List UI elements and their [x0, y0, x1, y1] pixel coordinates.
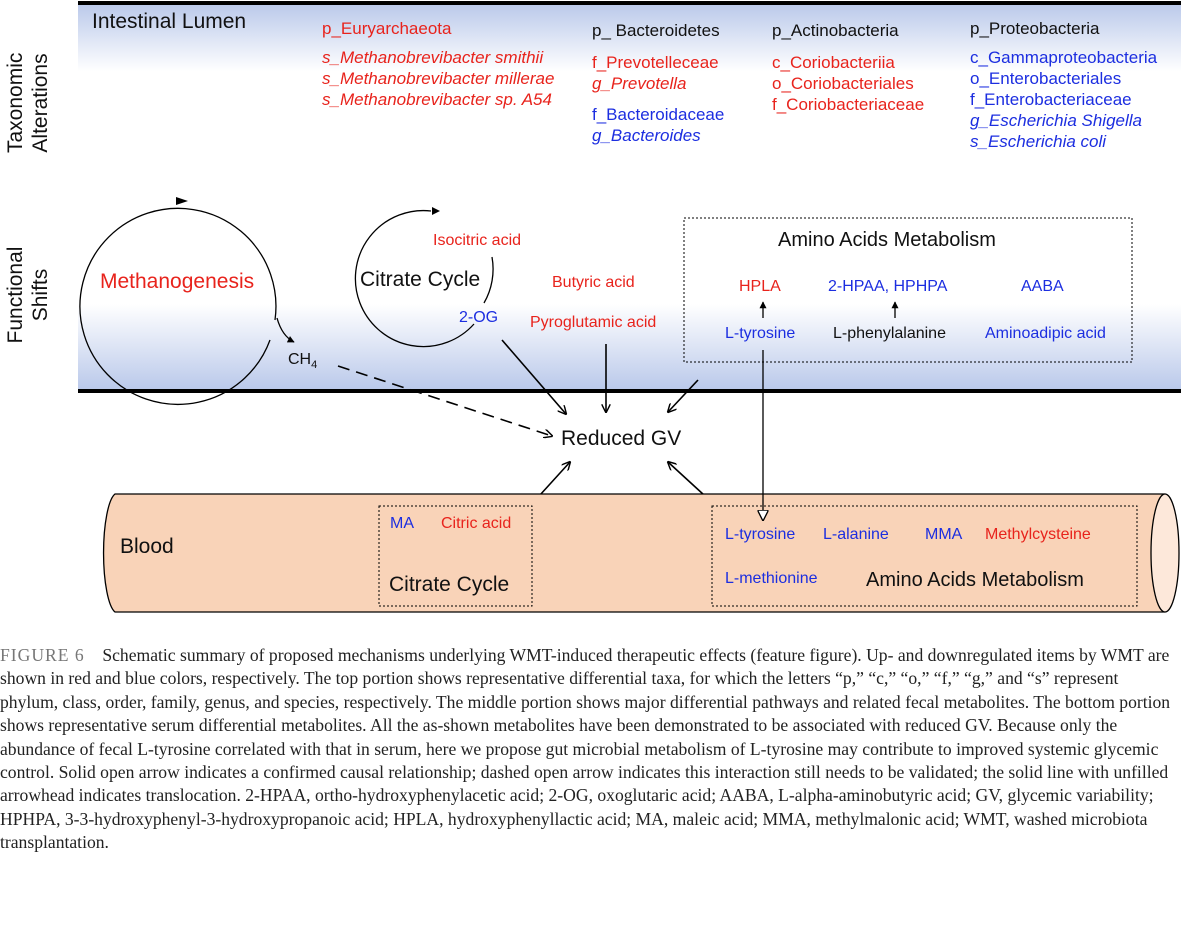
taxon: f_Enterobacteriaceae: [970, 90, 1132, 109]
2og-to-gv-arrow: [501, 339, 566, 414]
functional-label-line1: Functional: [4, 246, 27, 344]
isocitric-acid-label: Isocitric acid: [433, 232, 522, 249]
blood-methylcysteine-label: Methylcysteine: [985, 526, 1091, 543]
blood-amino-title: Amino Acids Metabolism: [866, 569, 1084, 591]
l-phenylalanine-label: L-phenylalanine: [833, 325, 946, 342]
hpla-label: HPLA: [739, 278, 781, 295]
caption-text: Schematic summary of proposed mechanisms…: [0, 645, 1171, 853]
blood-amino-box: [711, 505, 1138, 607]
methanogenesis-cycle-arrowhead: [176, 197, 188, 205]
taxon: f_Prevotelleceae: [592, 53, 719, 72]
hpaa-hphpa-label: 2-HPAA, HPHPA: [828, 278, 948, 295]
methanogenesis-cycle: [79, 207, 277, 405]
figure-caption: FIGURE 6 Schematic summary of proposed m…: [0, 644, 1175, 855]
taxon: c_Gammaproteobacteria: [970, 48, 1158, 67]
taxon: g_Prevotella: [592, 74, 687, 93]
taxon: o_Enterobacteriales: [970, 69, 1122, 88]
taxon: c_Coriobacteriia: [772, 53, 895, 72]
blood-l-methionine-label: L-methionine: [725, 570, 818, 587]
butyric-acid-label: Butyric acid: [552, 274, 635, 291]
taxon: p_ Bacteroidetes: [592, 21, 720, 40]
blood-l-tyrosine-label: L-tyrosine: [725, 526, 796, 543]
taxa-column-bacteroidetes: p_ Bacteroidetes f_Prevotelleceae g_Prev…: [592, 20, 724, 146]
taxon: p_Actinobacteria: [772, 21, 899, 40]
taxonomic-label-line1: Taxonomic: [4, 52, 27, 153]
taxon: s_Methanobrevibacter millerae: [322, 69, 555, 88]
methanogenesis-label: Methanogenesis: [100, 270, 255, 293]
diagram-graphics: [78, 1, 1181, 613]
lumen-l-tyrosine-label: L-tyrosine: [725, 325, 796, 342]
blood-mma-label: MMA: [925, 526, 963, 543]
citrate-cycle-label: Citrate Cycle: [360, 268, 481, 291]
taxonomic-alterations-label: Taxonomic Alterations: [3, 53, 53, 153]
ch4-label: CH4: [288, 351, 317, 371]
lumen-band-top: [78, 3, 1181, 198]
citrate-cycle-arc-right: [483, 256, 494, 304]
taxa-column-actinobacteria: p_Actinobacteria c_Coriobacteriia o_Cori…: [772, 20, 924, 115]
taxon: g_Escherichia Shigella: [970, 111, 1142, 130]
functional-label-line2: Shifts: [29, 268, 52, 322]
lumen-amino-title: Amino Acids Metabolism: [778, 229, 996, 251]
citrate-cycle: [354, 209, 475, 348]
taxa-column-euryarchaeota: p_Euryarchaeota s_Methanobrevibacter smi…: [322, 18, 554, 110]
ch4-output-arrow: [276, 317, 295, 343]
ch4-text: CH: [288, 351, 312, 368]
blood-label: Blood: [120, 535, 174, 558]
blood-l-alanine-label: L-alanine: [823, 526, 889, 543]
citrate-cycle-arrowhead: [432, 207, 440, 215]
functional-shifts-label: Functional Shifts: [3, 245, 53, 345]
taxon: f_Bacteroidaceae: [592, 105, 725, 124]
taxon: f_Coriobacteriaceae: [772, 95, 925, 114]
2og-label: 2-OG: [459, 309, 499, 326]
taxon: o_Coriobacteriales: [772, 74, 914, 93]
taxon: s_Methanobrevibacter sp. A54: [322, 90, 552, 109]
blood-citrate-box: [378, 505, 533, 607]
taxa-column-proteobacteria: p_Proteobacteria c_Gammaproteobacteria o…: [970, 18, 1157, 152]
pyroglutamic-acid-label: Pyroglutamic acid: [530, 314, 657, 331]
taxonomic-label-line2: Alterations: [29, 53, 52, 153]
blood-vessel-end: [1150, 493, 1180, 613]
blood-citrate-cycle-label: Citrate Cycle: [389, 573, 510, 596]
lumen-band-bottom: [78, 198, 1181, 391]
aaba-label: AABA: [1021, 278, 1064, 295]
blood-ma-label: MA: [390, 515, 414, 532]
figure-label: FIGURE 6: [0, 645, 85, 665]
lumen-amino-box: [683, 217, 1133, 363]
taxon: s_Escherichia coli: [970, 132, 1107, 151]
amino-lumen-to-gv-arrow: [668, 379, 699, 412]
taxon: p_Euryarchaeota: [322, 19, 452, 38]
taxon: p_Proteobacteria: [970, 19, 1100, 38]
taxon: g_Bacteroides: [592, 126, 701, 145]
reduced-gv-label: Reduced GV: [561, 427, 682, 450]
ch4-subscript: 4: [311, 359, 318, 372]
taxon: s_Methanobrevibacter smithii: [322, 48, 544, 67]
blood-citric-acid-label: Citric acid: [441, 515, 512, 532]
blood-vessel: [102, 493, 1178, 613]
aminoadipic-acid-label: Aminoadipic acid: [985, 325, 1106, 342]
intestinal-lumen-label: Intestinal Lumen: [92, 10, 247, 33]
mechanism-diagram: Intestinal Lumen Taxonomic Alterations F…: [3, 1, 1181, 613]
